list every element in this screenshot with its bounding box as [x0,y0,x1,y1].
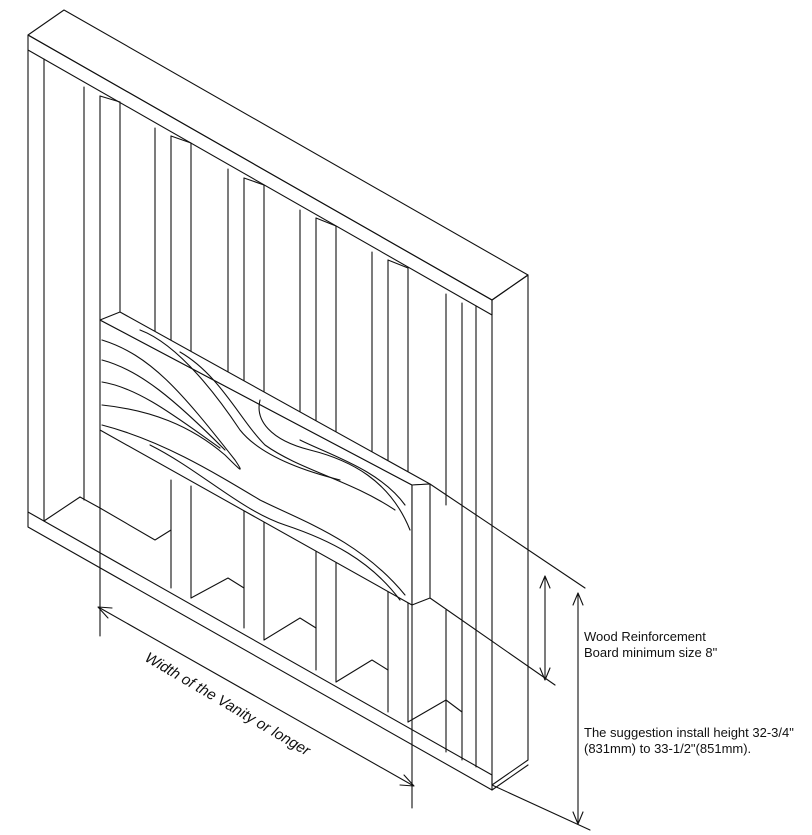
stud-line [243,177,265,186]
bottom-cell [263,617,317,641]
wood-grain [101,339,241,470]
arrowhead [399,774,415,787]
extension-line [491,784,591,831]
right-end-stud-side [491,274,529,786]
bottom-plate-back-edge [79,496,101,509]
bottom-plate-top-edge [43,496,81,522]
top-plate-front-face [27,34,493,316]
extension-line [429,597,556,686]
stud-line [315,217,337,227]
wood-grain [139,329,341,481]
board-size-label-line2: Board minimum size 8" [584,645,718,660]
bottom-cell [99,507,172,541]
install-height-label-line2: (831mm) to 33-1/2"(851mm). [584,741,752,756]
arrowhead [97,606,113,619]
extension-line [429,483,586,589]
wood-grain [101,359,226,451]
top-plate-top-face [27,9,529,301]
board-size-label: Wood Reinforcement Board minimum size 8" [584,629,717,661]
width-arrow [99,607,413,786]
wood-grain [149,444,401,601]
wood-grain [299,439,406,506]
arrowhead [539,575,551,589]
board-end-edge [411,483,431,606]
dimensions [97,429,591,831]
wall-frame-outline [27,9,529,791]
stud-line [170,135,192,144]
bottom-cell [190,577,245,599]
arrowhead [572,592,584,606]
bottom-cell [407,699,463,723]
reinforcement-board [99,311,431,606]
wood-grain [179,351,396,511]
wood-grain [258,399,411,531]
stud-line [99,95,121,103]
studs [83,86,463,761]
bottom-plate-edge [491,764,529,791]
wood-grain [101,424,406,596]
arrowhead [539,667,551,681]
install-height-label: The suggestion install height 32-3/4" (8… [584,725,794,757]
bottom-cell [335,659,389,683]
board-size-label-line1: Wood Reinforcement [584,629,706,644]
wood-grain [101,381,221,449]
install-height-label-line1: The suggestion install height 32-3/4" [584,725,794,740]
stud-line [387,259,409,269]
